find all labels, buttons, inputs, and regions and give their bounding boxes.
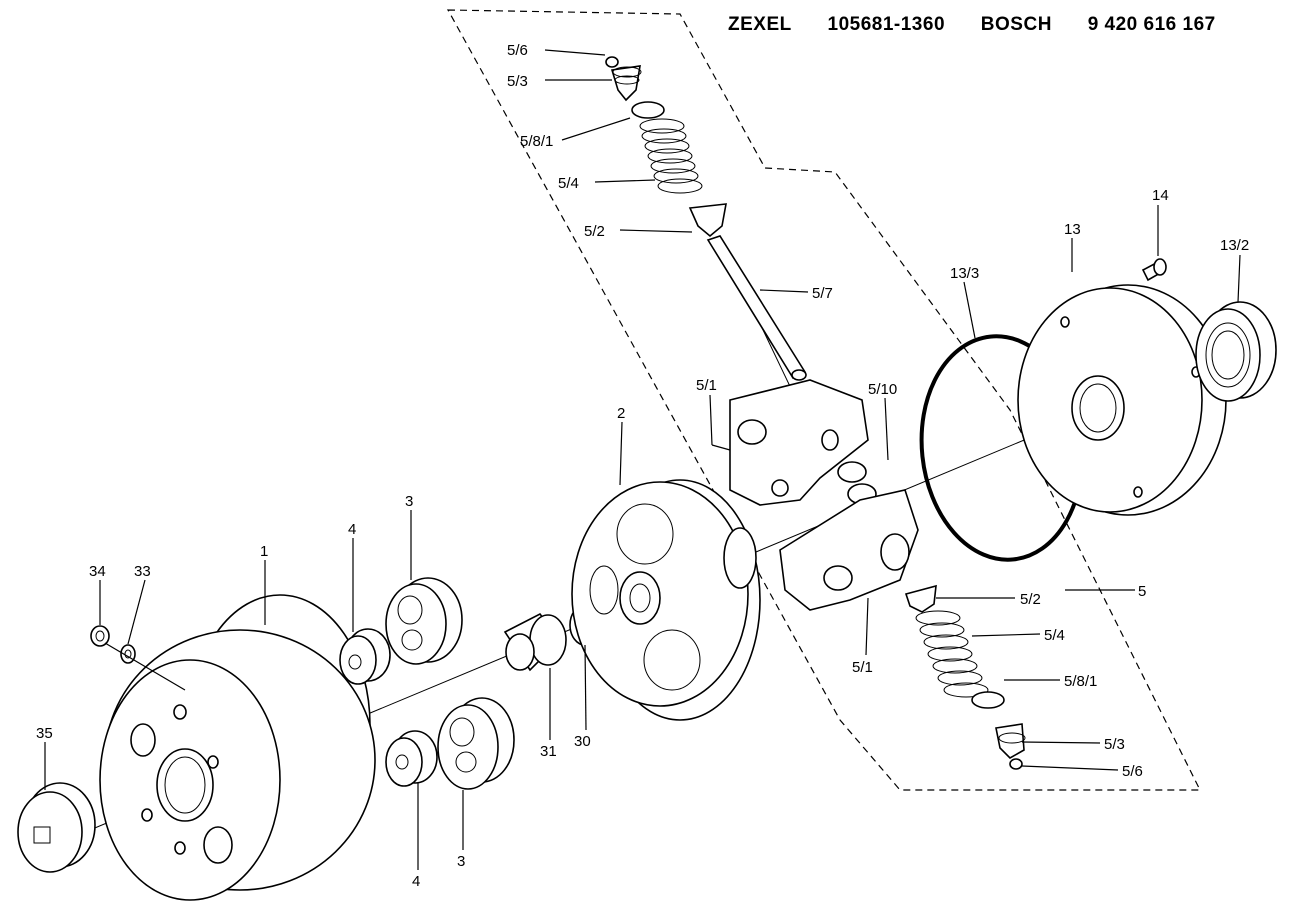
ring-part-5-8-1-lower (971, 691, 1005, 709)
label-5-7: 5/7 (812, 285, 833, 302)
part-number-header: ZEXEL 105681-1360 BOSCH 9 420 616 167 (728, 14, 1246, 36)
label-2: 2 (617, 405, 625, 422)
ring-part-4-lower (385, 730, 438, 787)
label-4-lower: 4 (412, 873, 420, 890)
maker-zexel: ZEXEL (728, 14, 792, 35)
label-5-6-lower: 5/6 (1122, 763, 1143, 780)
spring-part-5-4-upper (639, 118, 703, 194)
disc-part-3-lower (437, 697, 515, 790)
nut-part-31 (503, 612, 567, 672)
ring-part-4-upper (339, 628, 391, 685)
cover-part-13 (1017, 284, 1227, 516)
seat-part-5-2-upper (688, 203, 727, 238)
label-31: 31 (540, 743, 557, 760)
valve-part-5-3-lower (995, 723, 1026, 759)
label-13: 13 (1064, 221, 1081, 238)
rotor-part-2 (571, 479, 761, 721)
label-5-3-upper: 5/3 (507, 73, 528, 90)
disc-part-3-upper (385, 577, 463, 665)
housing-part-1 (99, 594, 376, 901)
screw-part-34 (90, 625, 110, 647)
cap-part-5-6-lower (1009, 758, 1023, 770)
spring-part-5-4-lower (915, 610, 989, 698)
seal-part-5-10 (837, 461, 877, 505)
seal-part-13-2 (1195, 301, 1277, 402)
maker-bosch: BOSCH (980, 14, 1052, 35)
label-5-4-upper: 5/4 (558, 175, 579, 192)
label-5-4-lower: 5/4 (1044, 627, 1065, 644)
label-5-3-lower: 5/3 (1104, 736, 1125, 753)
ring-part-5-8-1-upper (631, 101, 665, 119)
seat-part-5-2-lower (904, 584, 937, 613)
label-5-1-lower: 5/1 (852, 659, 873, 676)
label-1: 1 (260, 543, 268, 560)
label-34: 34 (89, 563, 106, 580)
label-13-3: 13/3 (950, 265, 979, 282)
valve-part-5-3-upper (610, 65, 642, 102)
label-5-2-lower: 5/2 (1020, 591, 1041, 608)
label-5-1-upper: 5/1 (696, 377, 717, 394)
label-5-8-1-upper: 5/8/1 (520, 133, 553, 150)
label-35: 35 (36, 725, 53, 742)
label-3-upper: 3 (405, 493, 413, 510)
bosch-part-number: 9 420 616 167 (1087, 14, 1216, 35)
label-30: 30 (574, 733, 591, 750)
label-5-6-upper: 5/6 (507, 42, 528, 59)
label-5-8-1-lower: 5/8/1 (1064, 673, 1097, 690)
rod-part-5-7 (706, 235, 807, 381)
subassembly-boundary (446, 9, 1201, 791)
label-5: 5 (1138, 583, 1146, 600)
block-part-5-1-upper (729, 379, 869, 506)
label-13-2: 13/2 (1220, 237, 1249, 254)
label-33: 33 (134, 563, 151, 580)
block-part-5-1-lower (779, 489, 919, 611)
label-14: 14 (1152, 187, 1169, 204)
label-5-2-upper: 5/2 (584, 223, 605, 240)
label-5-10: 5/10 (868, 381, 897, 398)
bolt-part-14 (1141, 258, 1167, 282)
zexel-part-number: 105681-1360 (827, 14, 946, 35)
plug-part-35 (17, 782, 96, 873)
leader-lines (44, 49, 1241, 870)
label-4-upper: 4 (348, 521, 356, 538)
cap-part-5-6-upper (605, 56, 619, 68)
label-3-lower: 3 (457, 853, 465, 870)
